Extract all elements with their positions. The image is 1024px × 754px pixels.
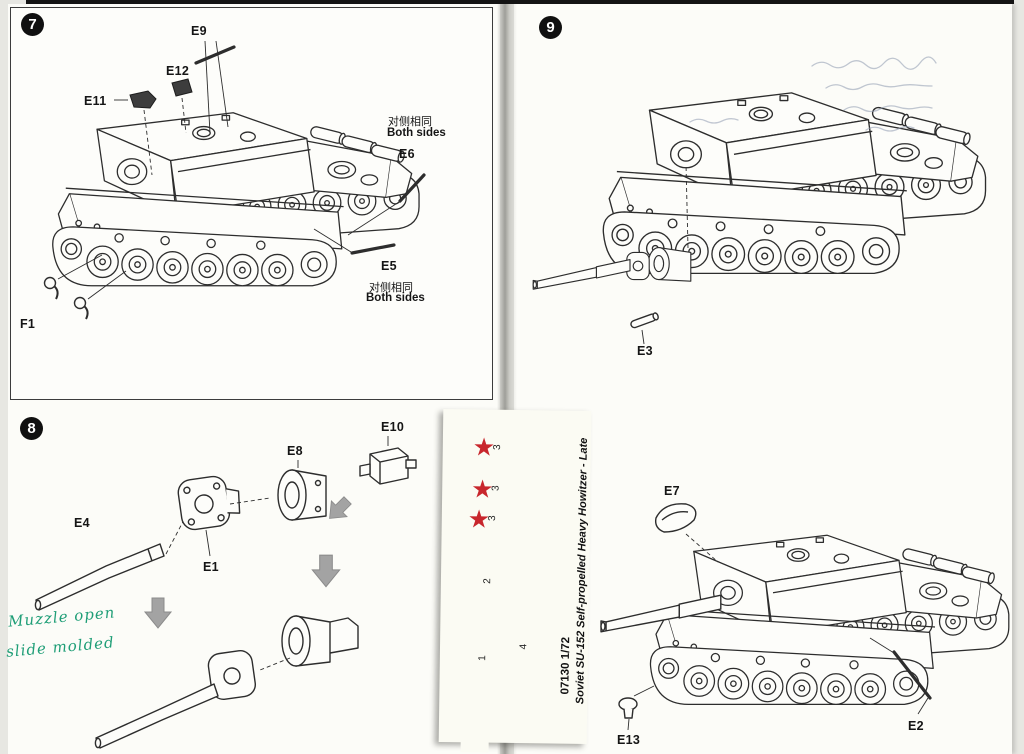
part-label-e9: E9 [191, 24, 207, 38]
part-label-e1: E1 [203, 560, 219, 574]
decal-number: 1 [477, 655, 489, 661]
both-sides-en-bottom: Both sides [366, 292, 425, 304]
pencil-scribbles [689, 56, 937, 132]
both-sides-en-top: Both sides [387, 127, 446, 139]
part-label-e4: E4 [74, 516, 90, 530]
decal-number: 4 [518, 643, 530, 650]
part-e10-breech [359, 447, 417, 485]
part-e12 [171, 78, 193, 97]
decal-number: 3 [490, 485, 502, 492]
scan-edge-bar [26, 0, 1014, 4]
part-label-e7: E7 [664, 484, 680, 498]
part-label-e2: E2 [908, 719, 924, 733]
both-sides-cn-bottom: 对侧相同 [369, 282, 413, 294]
part-label-e10: E10 [381, 420, 405, 434]
decal-sheet: ★ ★ ★ 3 3 3 2 1 4 07130 1/72 Soviet SU-1… [438, 408, 592, 753]
part-label-e11: E11 [84, 94, 107, 108]
assembly-arrow-icon [144, 597, 172, 629]
part-e11 [129, 90, 157, 109]
decal-number: 3 [492, 444, 504, 451]
part-label-e6: E6 [399, 147, 415, 161]
decal-product-title: Soviet SU-152 Self-propelled Heavy Howit… [574, 437, 590, 705]
part-label-e3: E3 [637, 344, 653, 358]
part-e7-hatch [654, 503, 697, 533]
assembled-barrel [94, 683, 219, 749]
step8-gun-assembly-drawing [34, 436, 417, 749]
bottom-right-tank-drawing [600, 503, 1010, 731]
step9-tank-drawing [514, 56, 987, 345]
part-e4-barrel [34, 543, 165, 611]
part-e9-rod [194, 45, 236, 65]
assembly-arrow-icon [311, 554, 341, 588]
assembled-cradle [281, 615, 359, 667]
decal-number: 2 [482, 578, 494, 584]
part-e2-rod [892, 650, 932, 700]
part-e5-rod [350, 243, 396, 255]
assembly-arrow-icon [321, 492, 356, 527]
part-label-e13: E13 [617, 733, 641, 747]
part-label-e8: E8 [287, 444, 303, 458]
part-e3 [630, 312, 659, 329]
part-e1-mantlet [177, 475, 241, 531]
part-e13 [618, 697, 638, 719]
assembled-mantlet [207, 650, 256, 700]
part-f1-hooks [43, 276, 89, 320]
part-e8-cradle [277, 469, 327, 521]
step-8-badge: 8 [20, 417, 43, 440]
decal-number: 3 [487, 515, 499, 522]
step-9-badge: 9 [539, 16, 562, 39]
part-label-f1: F1 [20, 317, 36, 331]
decal-product-code: 07130 1/72 [559, 636, 573, 695]
part-label-e12: E12 [166, 64, 190, 78]
step7-tank-drawing [43, 40, 426, 320]
decal-sheet-tab [460, 740, 489, 753]
part-label-e5: E5 [381, 259, 397, 273]
part-e6-rod [398, 173, 426, 203]
both-sides-cn-top: 对侧相同 [388, 116, 432, 128]
step-7-badge: 7 [21, 13, 44, 36]
